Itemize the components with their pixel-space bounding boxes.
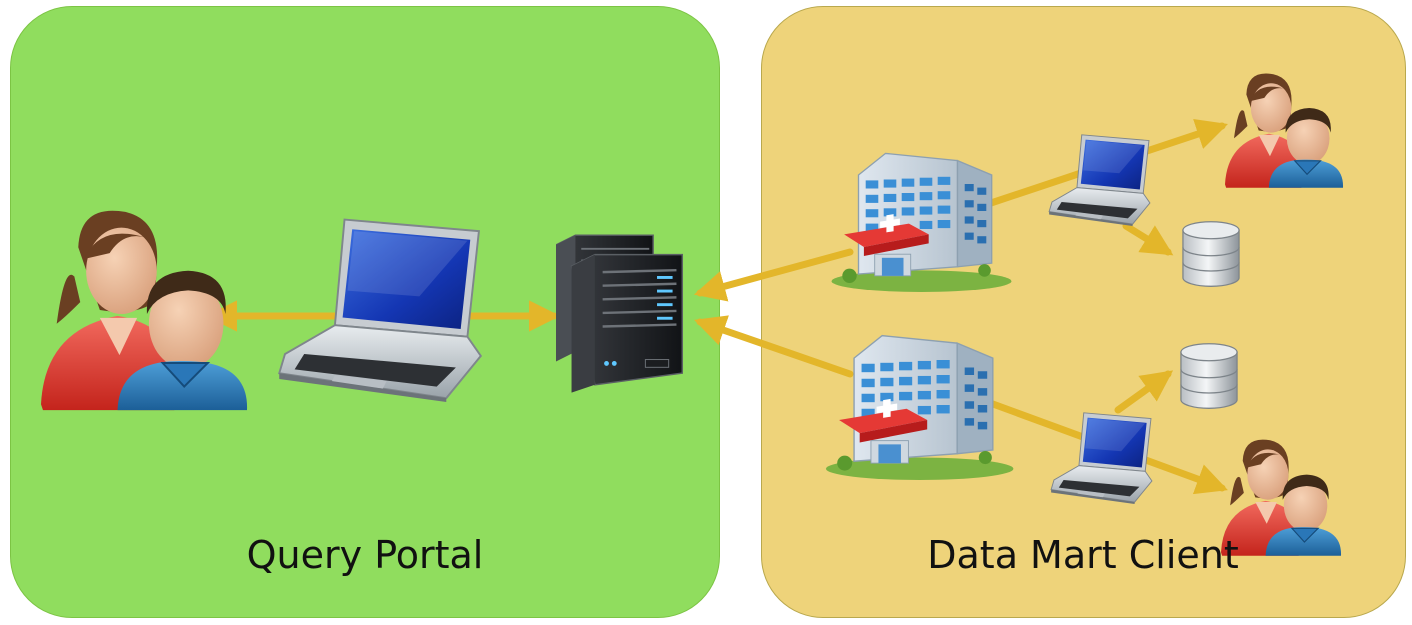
hospital-icon (825, 334, 1015, 480)
database-icon (1182, 220, 1240, 288)
hospital-icon (830, 152, 1013, 292)
query-portal-title: Query Portal (247, 533, 484, 577)
database-icon (1180, 342, 1238, 410)
server-hospital-bottom-connector (694, 315, 854, 378)
data-mart-client-title: Data Mart Client (927, 533, 1239, 577)
laptop-database-bottom-connector (1114, 370, 1174, 414)
server-hospital-top-connector (693, 248, 854, 302)
laptop-database-top-connector (1122, 222, 1174, 256)
server-icon (556, 233, 684, 394)
